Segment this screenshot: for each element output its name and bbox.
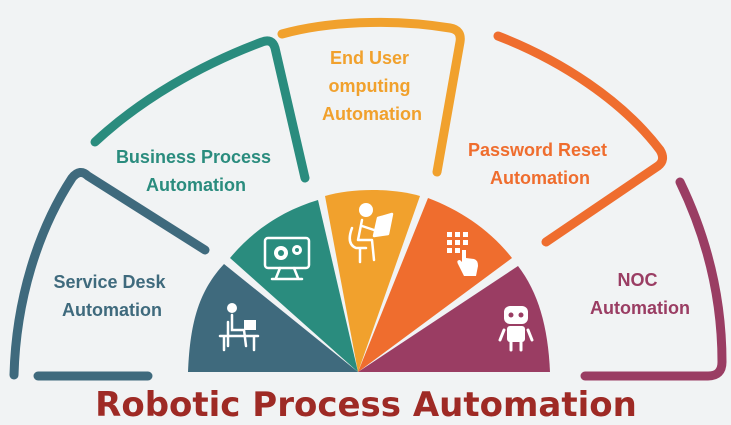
person-laptop-icon (348, 203, 394, 264)
diagram-title: Robotic Process Automation (95, 385, 637, 425)
label-password-reset: Password Reset Automation (468, 140, 612, 188)
wedge-service-desk (188, 264, 358, 372)
label-business-process: Business Process Automation (116, 147, 276, 195)
wedge-noc (358, 266, 550, 372)
label-service-desk: Service Desk Automation (53, 272, 170, 320)
computer-desk-icon (218, 303, 260, 352)
robot-icon (498, 306, 534, 352)
frame-end-user (277, 17, 465, 177)
wedge-business-process (230, 200, 358, 372)
outer-frames (9, 17, 727, 381)
frame-password-reset (493, 31, 668, 247)
wedge-password-reset (358, 198, 512, 372)
label-end-user: End User omputing Automation (322, 48, 422, 124)
frame-business-process (90, 36, 310, 183)
frame-service-desk (9, 168, 210, 381)
monitor-gears-icon (263, 236, 311, 281)
inner-wedges (188, 190, 550, 372)
label-noc: NOC Automation (590, 270, 690, 318)
frame-noc (580, 177, 727, 381)
keypad-touch-icon (447, 232, 478, 276)
